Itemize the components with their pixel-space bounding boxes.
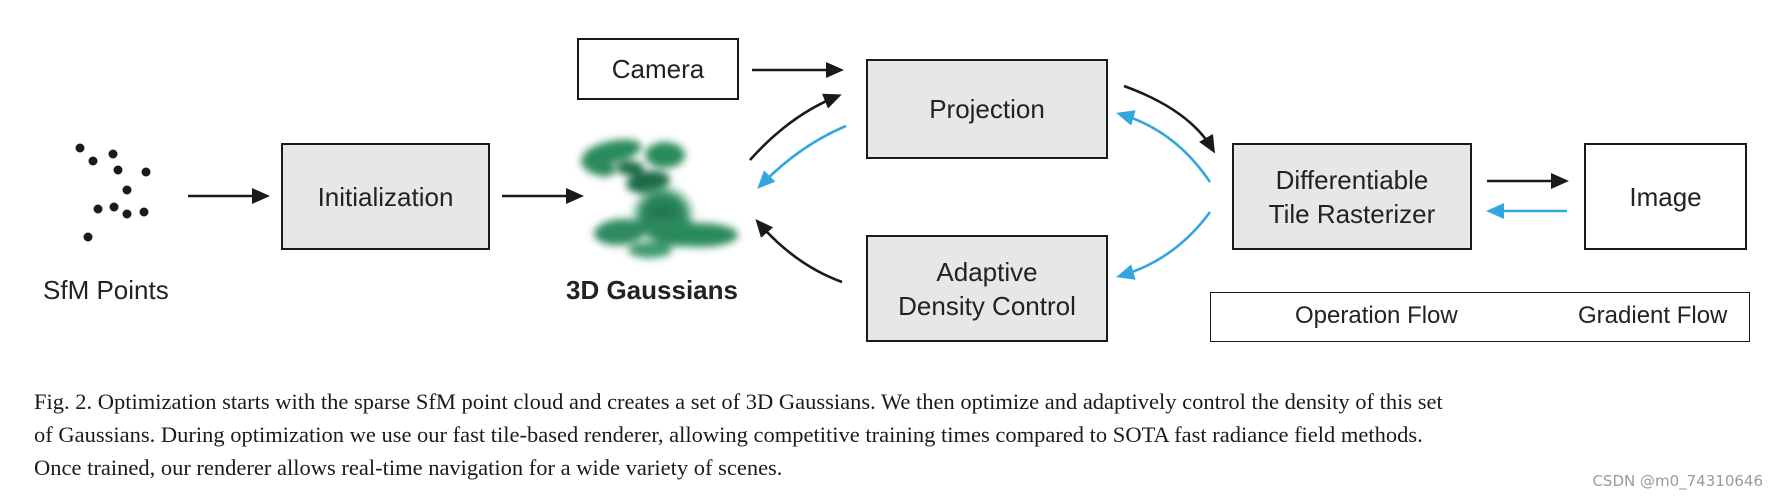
camera-box: Camera xyxy=(577,38,739,100)
sfm-points-label: SfM Points xyxy=(43,275,169,305)
pipeline-diagram: Initialization Camera Projection Adaptiv… xyxy=(43,38,1750,342)
sfm-point-cloud xyxy=(75,143,151,242)
image-box: Image xyxy=(1584,143,1747,250)
sfm-point xyxy=(108,149,118,159)
caption-line-2: of Gaussians. During optimization we use… xyxy=(34,422,1423,447)
projection-box: Projection xyxy=(866,59,1108,159)
projection-label: Projection xyxy=(929,94,1045,124)
operation-flow-arrows xyxy=(188,62,1569,284)
figure-caption: Fig. 2. Optimization starts with the spa… xyxy=(34,385,1754,484)
watermark: CSDN @m0_74310646 xyxy=(1592,472,1763,490)
rasterizer-label-line2: Tile Rasterizer xyxy=(1268,198,1436,229)
sfm-point xyxy=(122,185,132,195)
caption-line-3: Once trained, our renderer allows real-t… xyxy=(34,455,783,480)
grad-rasterizer-to-projection xyxy=(1116,110,1212,183)
sfm-point xyxy=(75,143,85,153)
legend-gradient-label: Gradient Flow xyxy=(1578,302,1728,329)
sfm-point xyxy=(83,232,93,242)
sfm-point xyxy=(122,209,132,219)
adaptive-label-line1: Adaptive xyxy=(936,256,1038,287)
sfm-point xyxy=(93,204,103,214)
adaptive-density-control-box: Adaptive Density Control xyxy=(866,235,1108,342)
caption-line-1: Fig. 2. Optimization starts with the spa… xyxy=(34,389,1443,414)
gaussians-label: 3D Gaussians xyxy=(566,275,738,305)
gradient-flow-arrows xyxy=(757,110,1567,280)
adaptive-label-line2: Density Control xyxy=(898,290,1076,321)
arrow-adc-to-gaussians xyxy=(755,218,843,284)
sfm-point xyxy=(113,165,123,175)
initialization-label: Initialization xyxy=(317,181,454,212)
arrow-projection-to-rasterizer xyxy=(1123,84,1215,154)
gaussians-image xyxy=(580,139,738,258)
sfm-point xyxy=(139,207,149,217)
initialization-box: Initialization xyxy=(281,143,490,250)
rasterizer-label-line1: Differentiable xyxy=(1275,164,1429,195)
sfm-point xyxy=(88,156,98,166)
rasterizer-box: Differentiable Tile Rasterizer xyxy=(1232,143,1472,250)
diagram-graphics xyxy=(75,62,1571,326)
sfm-point xyxy=(141,167,151,177)
grad-projection-to-gaussians xyxy=(757,124,847,189)
grad-rasterizer-to-adc xyxy=(1116,211,1212,280)
image-label: Image xyxy=(1629,181,1702,212)
camera-label: Camera xyxy=(611,54,705,84)
legend: Operation Flow Gradient Flow xyxy=(1210,292,1750,342)
sfm-point xyxy=(109,202,119,212)
legend-operation-label: Operation Flow xyxy=(1295,302,1458,329)
arrow-gaussians-to-projection xyxy=(749,93,842,161)
